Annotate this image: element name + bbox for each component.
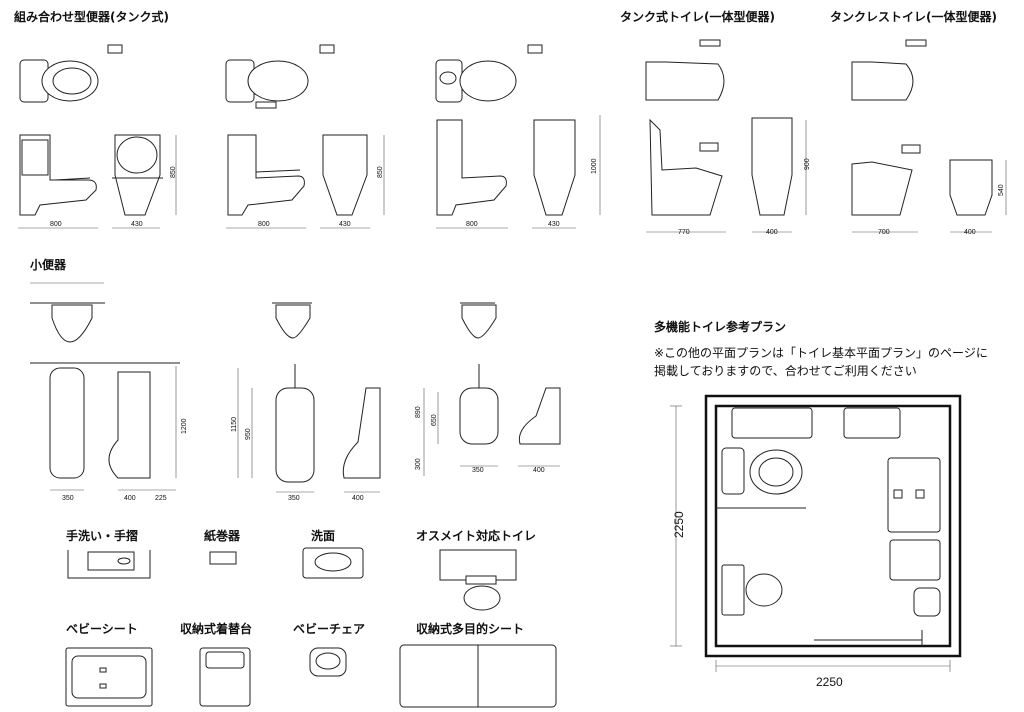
combo-toilet-set-3: [435, 44, 601, 229]
dim-tankless-height: 540: [998, 184, 1005, 196]
dim-urinal2-h1: 1150: [231, 417, 238, 432]
dim-urinal2-front: 350: [288, 495, 300, 502]
urinal-set-1: [30, 302, 180, 491]
dim-urinal1-wall: 225: [155, 495, 167, 502]
title-hand-wash-rail: 手洗い・手摺: [66, 529, 139, 543]
paper-holder-symbol: [209, 551, 237, 565]
plan-note-line2: 掲載しておりますので、合わせてご利用ください: [654, 364, 917, 378]
combo-toilet-set-1: [18, 44, 177, 229]
dim-combo1-depth: 430: [131, 221, 143, 228]
dim-combo2-width: 800: [258, 221, 270, 228]
dim-tankless-depth: 400: [964, 229, 976, 236]
dim-urinal2-side: 400: [352, 495, 364, 502]
title-paper-holder: 紙巻器: [204, 529, 241, 543]
baby-chair-symbol: [309, 647, 347, 677]
dim-tank-depth: 400: [766, 229, 778, 236]
dim-urinal1-side: 400: [124, 495, 136, 502]
title-urinal: 小便器: [30, 258, 67, 272]
hand-wash-rail-symbol: [67, 550, 151, 579]
dim-urinal3-h3: 300: [415, 458, 422, 470]
dim-combo3-height: 1000: [591, 158, 598, 174]
urinal-set-3: [423, 302, 561, 476]
title-storage-changing-table: 収納式着替台: [180, 622, 253, 636]
dim-combo1-width: 800: [50, 221, 62, 228]
dim-combo1-height: 850: [170, 166, 177, 178]
dim-urinal3-h1: 890: [415, 406, 422, 418]
dim-tank-width: 770: [678, 229, 690, 236]
title-storage-multipurpose-seat: 収納式多目的シート: [416, 622, 525, 636]
ostomate-toilet-symbol: [439, 549, 517, 611]
tankless-one-piece-toilet: [851, 39, 1007, 233]
dim-urinal1-height: 1200: [181, 418, 188, 434]
title-combo-toilet: 組み合わせ型便器(タンク式): [14, 10, 169, 24]
dim-plan-height: 2250: [672, 511, 686, 538]
dim-urinal3-h2: 650: [431, 414, 438, 426]
combo-toilet-set-2: [225, 44, 385, 229]
plan-note-line1: ※この他の平面プランは「トイレ基本平面プラン」のページに: [654, 346, 988, 360]
dim-tankless-width: 700: [878, 229, 890, 236]
dim-urinal3-front: 350: [472, 467, 484, 474]
dim-combo2-height: 850: [377, 166, 384, 178]
title-baby-chair: ベビーチェア: [293, 622, 366, 636]
title-ostomate-toilet: オスメイト対応トイレ: [416, 529, 537, 543]
title-baby-seat: ベビーシート: [66, 622, 138, 636]
dim-combo3-depth: 430: [548, 221, 560, 228]
dim-urinal3-side: 400: [533, 467, 545, 474]
dim-urinal2-h2: 950: [245, 428, 252, 440]
wash-basin-symbol: [302, 547, 364, 579]
title-multipurpose-plan: 多機能トイレ参考プラン: [654, 320, 787, 334]
dim-plan-width: 2250: [816, 675, 843, 689]
multipurpose-toilet-plan: [670, 394, 962, 672]
dim-urinal1-front: 350: [62, 495, 74, 502]
tank-one-piece-toilet: [645, 39, 807, 233]
dim-combo2-depth: 430: [339, 221, 351, 228]
storage-changing-table-symbol: [199, 647, 251, 707]
title-tankless-one-piece: タンクレストイレ(一体型便器): [830, 10, 997, 24]
urinal-set-2: [237, 302, 381, 493]
title-wash-basin: 洗面: [311, 529, 336, 543]
title-tank-one-piece: タンク式トイレ(一体型便器): [620, 10, 775, 24]
baby-seat-symbol: [65, 647, 153, 707]
storage-multipurpose-seat-symbol: [399, 644, 557, 708]
dim-tank-height: 900: [804, 158, 811, 170]
dim-combo3-width: 800: [466, 221, 478, 228]
